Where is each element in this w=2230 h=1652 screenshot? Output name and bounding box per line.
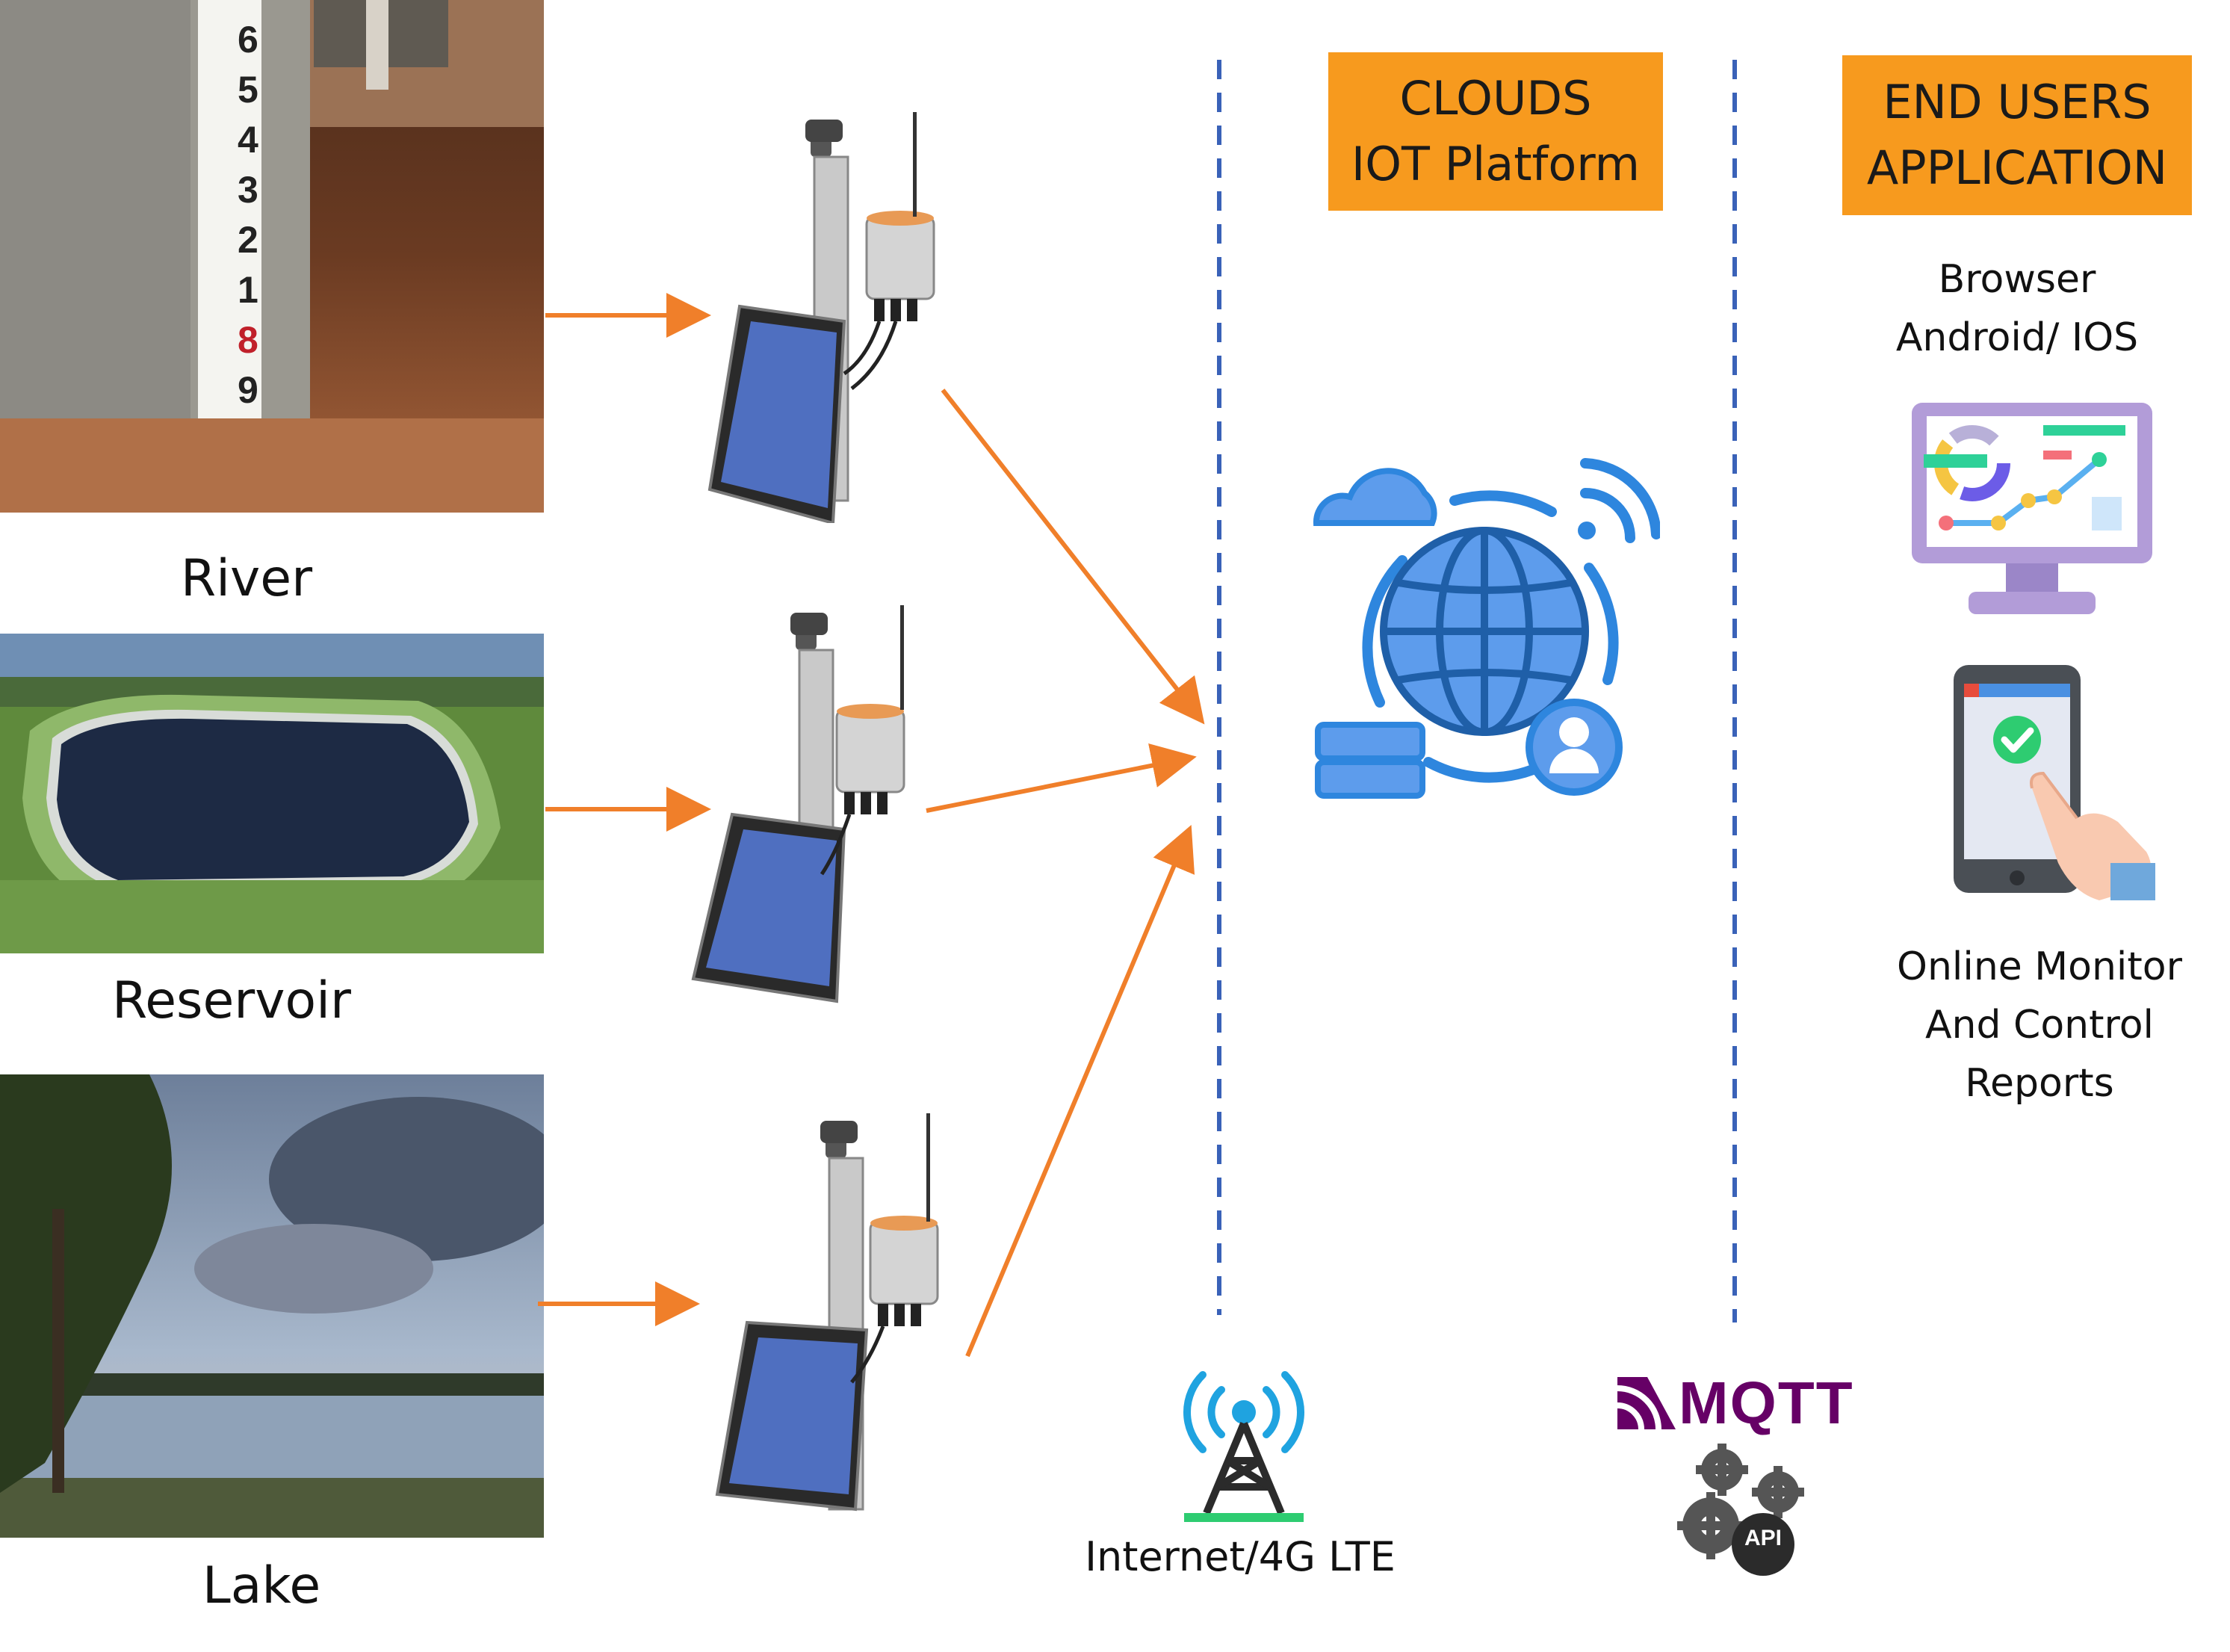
gauge-number: 2 (238, 219, 258, 261)
mqtt-signal-icon (1617, 1377, 1676, 1429)
gauge-number: 1 (238, 269, 258, 311)
client-browser: Browser (1938, 257, 2096, 302)
site-label-lake: Lake (202, 1556, 321, 1615)
end-users-title: END USERS (1883, 75, 2152, 129)
feature-list: Online Monitor And Control Reports (1853, 938, 2226, 1113)
mqtt-wordmark: MQTT (1679, 1370, 1854, 1436)
reservoir-photo (0, 634, 544, 953)
cloud-platform-box: CLOUDS IOT Platform (1328, 52, 1663, 211)
gauge-number: 4 (238, 119, 258, 161)
sensor-device (715, 1113, 939, 1512)
feature-reports: Reports (1965, 1061, 2114, 1106)
cloud-box-title: CLOUDS (1399, 71, 1592, 126)
network-label: Internet/4G LTE (1085, 1533, 1396, 1580)
arrow-sensor1-to-cloud (941, 389, 1205, 725)
phone-touch-icon (1954, 665, 2155, 900)
arrow-sensor2-to-cloud (926, 743, 1197, 813)
cell-tower-icon (1183, 1371, 1305, 1522)
site-label-river: River (180, 549, 313, 608)
mqtt-logo: MQTT (1617, 1370, 1856, 1436)
feature-control: And Control (1924, 1003, 2155, 1048)
cloud-box-subtitle: IOT Platform (1351, 137, 1641, 191)
sensor-device (691, 605, 905, 1003)
iot-globe-icon (1313, 458, 1660, 799)
lake-photo (0, 1074, 544, 1538)
gauge-number: 9 (238, 369, 258, 411)
river-photo: 6 5 4 3 2 1 8 9 (0, 0, 544, 513)
client-mobile: Android/ IOS (1895, 315, 2139, 360)
sensor-device (707, 112, 935, 523)
gauge-number: 8 (238, 319, 258, 361)
api-label: API (1744, 1526, 1782, 1550)
dashboard-monitor-icon (1912, 403, 2152, 614)
api-gears-icon (1677, 1444, 1804, 1576)
end-users-subtitle: APPLICATION (1866, 140, 2168, 195)
gauge-number: 5 (238, 69, 258, 111)
arrow-sensor3-to-cloud (965, 824, 1195, 1358)
end-users-box: END USERS APPLICATION (1842, 55, 2192, 215)
gauge-numbers: 6 5 4 3 2 1 8 9 (238, 15, 267, 415)
gauge-number: 3 (238, 169, 258, 211)
site-label-reservoir: Reservoir (112, 971, 351, 1030)
client-platforms: Browser Android/ IOS (1830, 250, 2204, 367)
gauge-number: 6 (238, 19, 258, 61)
feature-online-monitor: Online Monitor (1897, 944, 2182, 989)
